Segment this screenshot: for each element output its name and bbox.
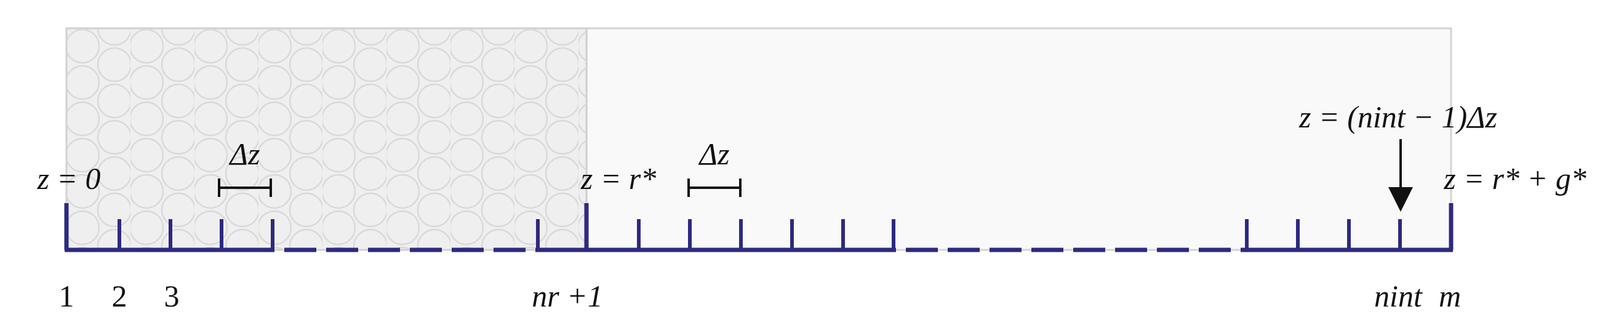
axis-stroke <box>905 248 1247 253</box>
axis-label: z = 0 <box>36 161 101 196</box>
axis-stroke <box>636 219 641 250</box>
axis-label: Δz <box>230 137 261 172</box>
axis-label: z = r* + g* <box>1443 161 1586 196</box>
packed-bed <box>66 28 587 250</box>
axis-label: z = (nint − 1)Δz <box>1299 100 1498 135</box>
axis-stroke <box>584 203 589 250</box>
axis-stroke <box>1347 219 1351 250</box>
axis-stroke <box>1398 219 1402 250</box>
node-index: 1 <box>59 279 75 314</box>
bead-pattern <box>66 28 587 250</box>
axis-stroke <box>739 219 743 250</box>
node-index: 3 <box>164 279 180 314</box>
axis-stroke <box>219 219 224 250</box>
axis-stroke <box>270 219 275 250</box>
axis-stroke <box>1244 219 1249 250</box>
node-index: nint <box>1374 279 1423 314</box>
axis-stroke <box>1449 203 1454 250</box>
gas-region <box>586 28 1452 250</box>
dz-bracket <box>219 178 271 197</box>
pointer-arrow <box>1399 139 1402 207</box>
node-index: 2 <box>112 279 128 314</box>
axis-stroke <box>64 203 69 250</box>
axis-stroke <box>688 219 692 250</box>
dz-bracket <box>688 178 741 197</box>
grid-axis <box>64 203 1453 250</box>
axis-stroke <box>891 219 896 250</box>
axis-stroke <box>284 248 536 253</box>
axis-stroke <box>117 219 122 250</box>
node-index: nr +1 <box>531 279 604 314</box>
axis-stroke <box>790 219 794 250</box>
axis-stroke <box>168 219 173 250</box>
axis-stroke <box>536 219 540 250</box>
axis-stroke <box>841 219 845 250</box>
axis-label: z = r* <box>580 161 657 196</box>
node-index: m <box>1438 279 1461 314</box>
axis-stroke <box>1296 219 1300 250</box>
axis-label: Δz <box>699 137 730 172</box>
